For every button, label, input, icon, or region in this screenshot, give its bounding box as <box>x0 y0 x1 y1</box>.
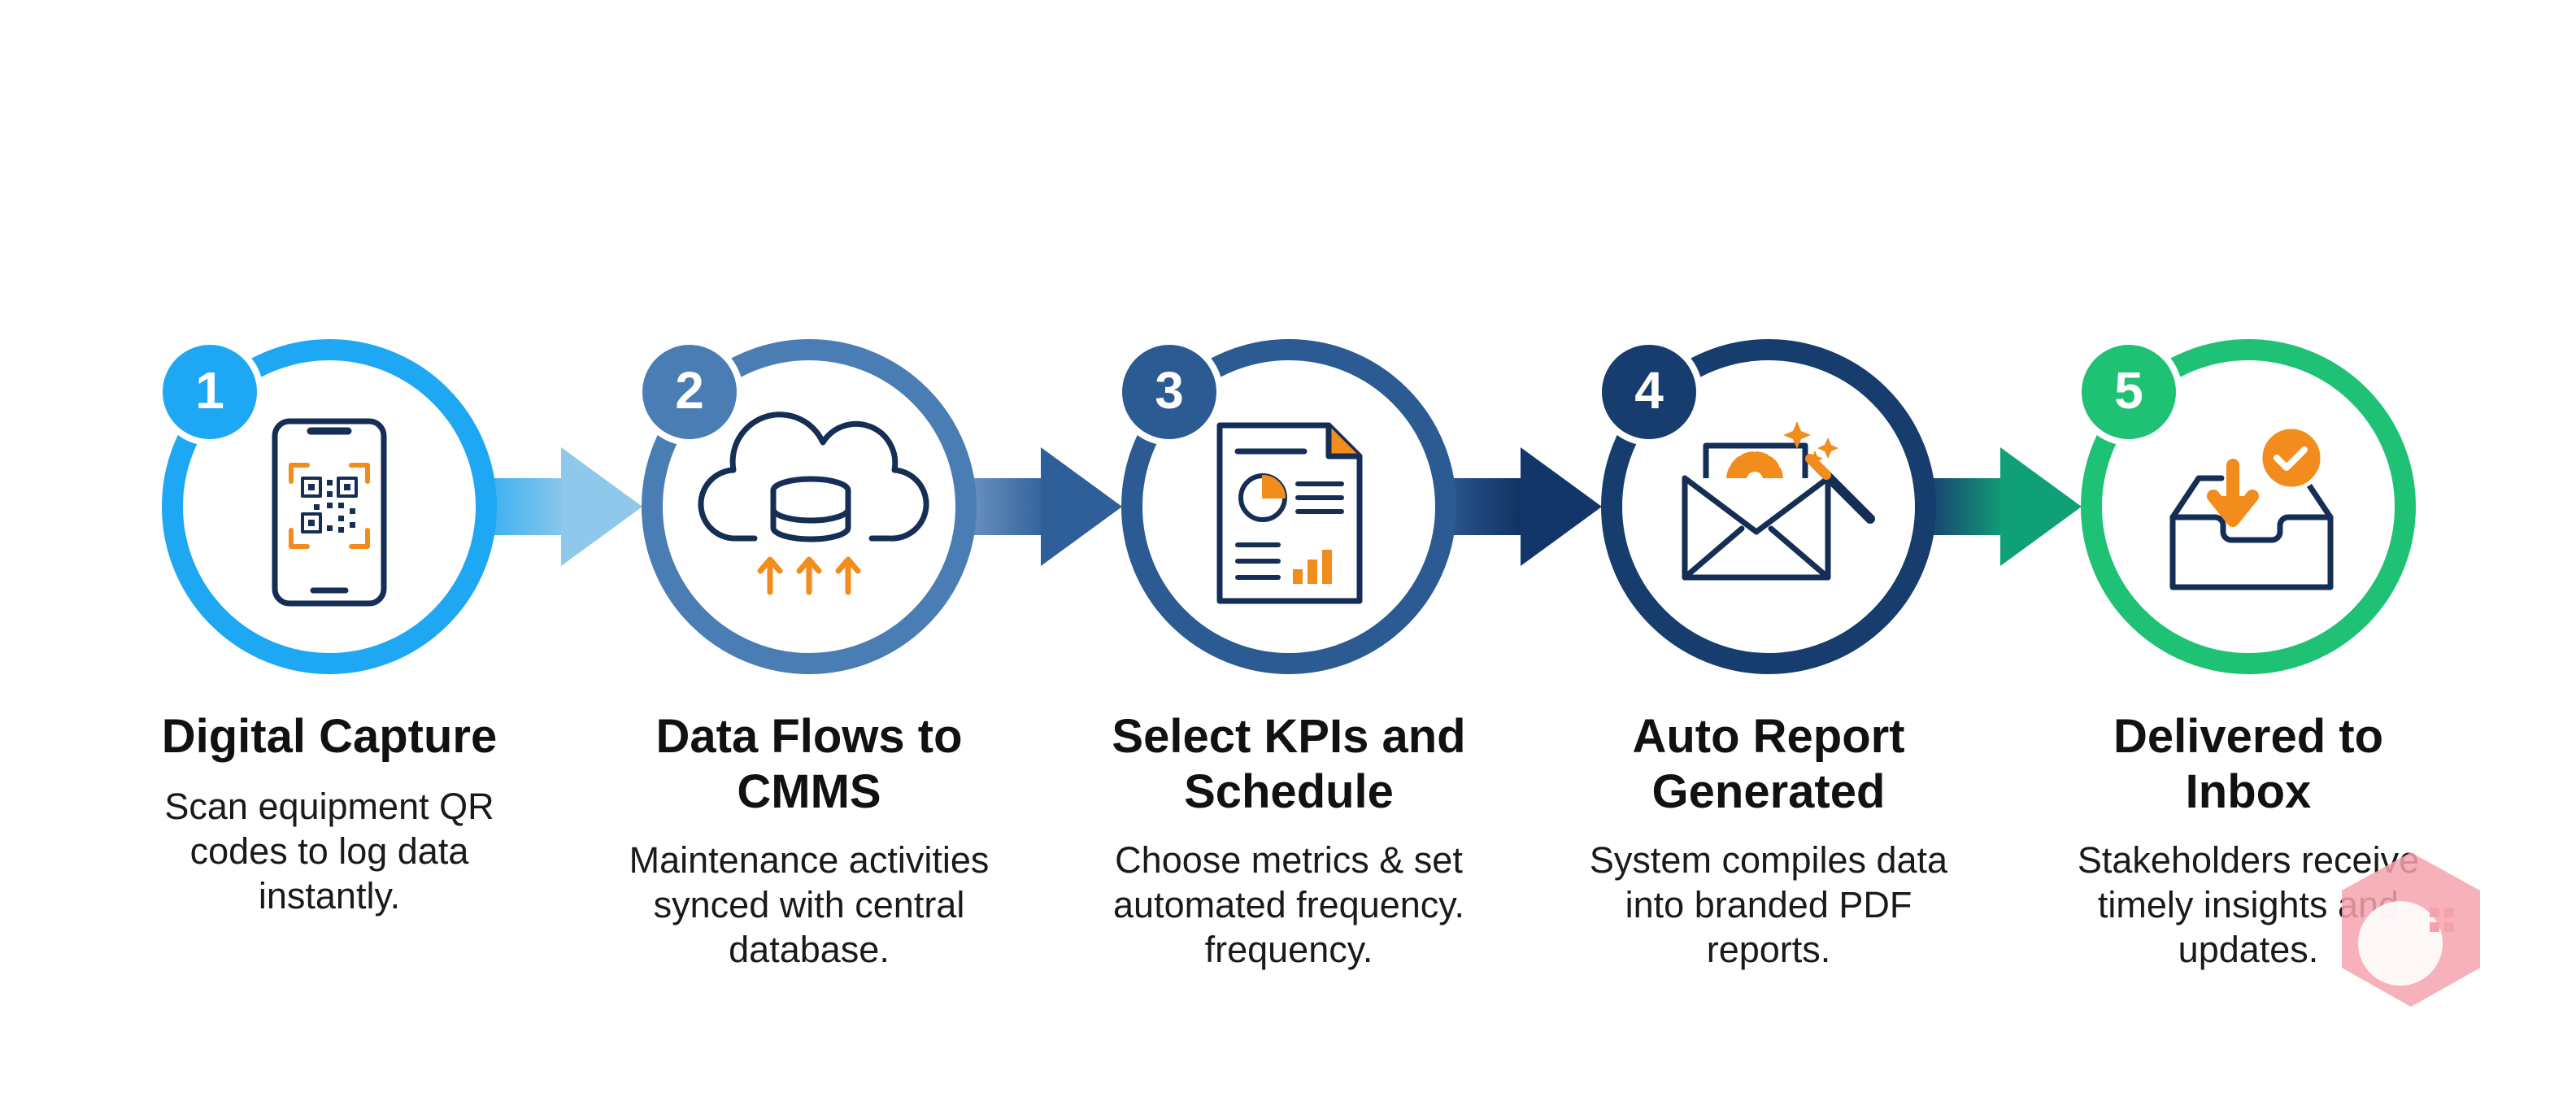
arrow-4-to-5 <box>1927 447 2082 566</box>
step-3-title-line: Schedule <box>1184 765 1394 818</box>
arrow-1-to-2 <box>488 447 642 566</box>
step-2-badge: 2 <box>636 338 743 446</box>
step-2-desc-line: database. <box>729 929 890 970</box>
step-4-desc-line: System compiles data <box>1589 839 1948 881</box>
step-5-desc-line: Stakeholders receive <box>2077 839 2420 881</box>
step-3-number: 3 <box>1155 361 1184 420</box>
arrow-3-to-4 <box>1447 447 1602 566</box>
step-4-title-line: Auto Report <box>1632 710 1905 763</box>
step-3-title-line: Select KPIs and <box>1112 710 1466 763</box>
step-4-badge: 4 <box>1595 338 1703 446</box>
step-5-number: 5 <box>2114 361 2143 420</box>
step-4-desc-line: into branded PDF <box>1625 884 1912 925</box>
step-1-number: 1 <box>195 361 224 420</box>
report-document-icon <box>1216 422 1363 604</box>
inbox-check-icon <box>2169 425 2334 590</box>
step-3-title: Select KPIs and Schedule <box>1061 709 1516 820</box>
step-1-description: Scan equipment QR codes to log data inst… <box>102 784 557 918</box>
step-2-desc-line: synced with central <box>653 884 965 925</box>
arrow-2-to-3 <box>968 447 1122 566</box>
step-2-title: Data Flows to CMMS <box>581 709 1037 820</box>
step-1-desc-line: instantly. <box>258 875 401 917</box>
step-5-title-line: Delivered to <box>2113 710 2383 763</box>
step-2-title-line: CMMS <box>737 765 881 818</box>
step-4-title-line: Generated <box>1651 765 1886 818</box>
step-2-desc-line: Maintenance activities <box>629 839 990 881</box>
step-1-badge: 1 <box>156 338 263 446</box>
step-3-desc-line: automated frequency. <box>1113 884 1464 925</box>
step-5-title-line: Inbox <box>2185 765 2312 818</box>
step-5-desc-line: updates. <box>2178 929 2319 970</box>
step-3-desc-line: Choose metrics & set <box>1115 839 1463 881</box>
email-gear-icon <box>1682 421 1875 581</box>
step-2-description: Maintenance activities synced with centr… <box>581 838 1037 972</box>
cloud-database-icon <box>698 412 929 595</box>
step-4-number: 4 <box>1634 361 1664 420</box>
step-1-desc-line: codes to log data <box>189 830 469 872</box>
step-2-number: 2 <box>675 361 704 420</box>
step-1-title-line: Digital Capture <box>161 710 498 763</box>
step-4-desc-line: reports. <box>1706 929 1831 970</box>
step-4-title: Auto Report Generated <box>1541 709 1996 820</box>
step-5-badge: 5 <box>2075 338 2182 446</box>
step-4-description: System compiles data into branded PDF re… <box>1541 838 1996 972</box>
step-3-description: Choose metrics & set automated frequency… <box>1061 838 1516 972</box>
watermark-badge <box>2342 852 2480 1007</box>
qr-phone-icon <box>272 418 387 607</box>
step-5-title: Delivered to Inbox <box>2021 709 2476 820</box>
step-1-desc-line: Scan equipment QR <box>164 786 494 827</box>
step-2-title-line: Data Flows to <box>655 710 963 763</box>
step-3-badge: 3 <box>1116 338 1223 446</box>
step-3-desc-line: frequency. <box>1204 929 1373 970</box>
step-1-title: Digital Capture <box>102 709 557 764</box>
